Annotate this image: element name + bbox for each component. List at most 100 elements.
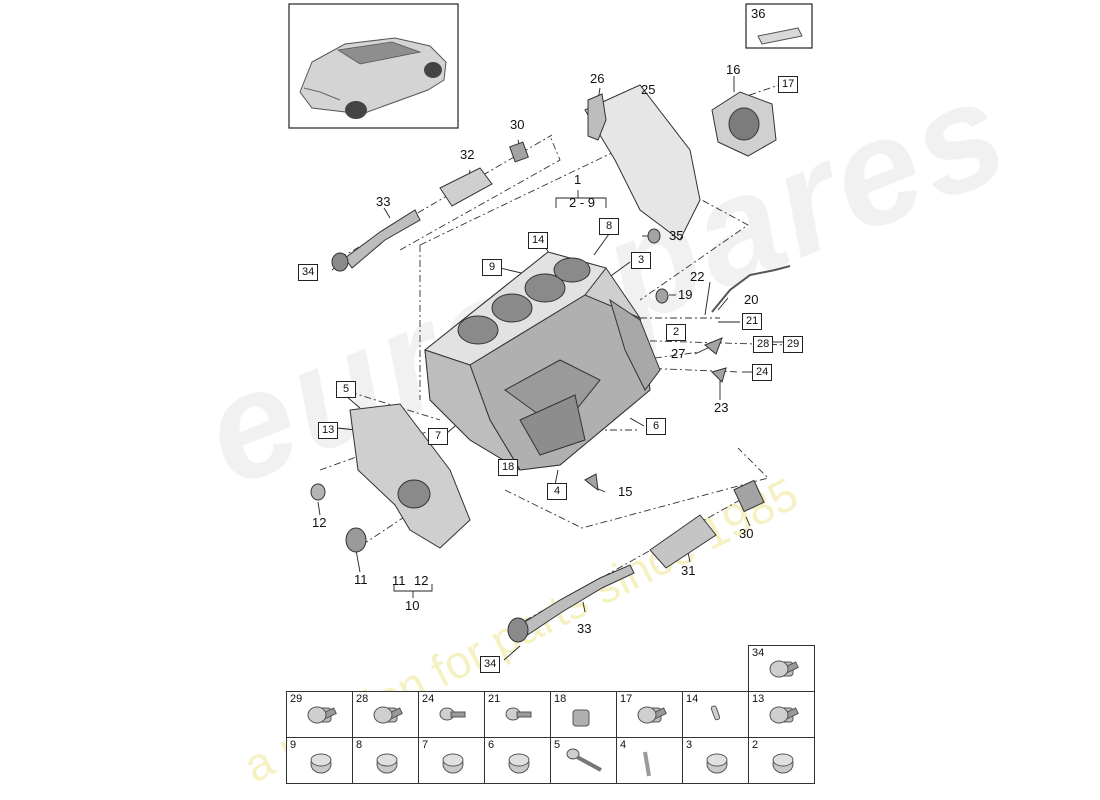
hardware-cell-7: 7 — [418, 737, 485, 784]
callout-2-9: 2 - 9 — [569, 195, 596, 210]
box-callout-17: 17 — [778, 76, 799, 93]
plug-35-part — [647, 228, 661, 244]
hardware-cell-17: 17 — [616, 691, 683, 738]
hardware-cell-9: 9 — [286, 737, 353, 784]
callout-11-group: 11 — [392, 573, 406, 588]
callout-27: 27 — [671, 346, 686, 361]
long-bolt-icon — [566, 748, 602, 772]
seal-flange-part — [711, 91, 777, 157]
hardware-number: 4 — [620, 739, 627, 751]
box-callout-21: 21 — [742, 313, 763, 330]
plug-19-part — [655, 288, 669, 304]
sleeve-icon — [572, 709, 590, 727]
callout-30-lower: 30 — [739, 526, 754, 541]
hardware-number: 18 — [554, 693, 567, 705]
oil-seal-part — [310, 483, 326, 501]
bolt-icon — [637, 706, 667, 724]
box-callout-28: 28 — [753, 336, 774, 353]
sensor-lead-part — [711, 265, 791, 313]
callout-23: 23 — [714, 400, 729, 415]
callout-10: 10 — [405, 598, 420, 613]
sensor-23-part — [711, 367, 727, 383]
hardware-cell-13: 13 — [748, 691, 815, 738]
hardware-cell-8: 8 — [352, 737, 419, 784]
box-callout-13: 13 — [318, 422, 339, 439]
gasket-part — [584, 84, 701, 241]
box-callout-4: 4 — [547, 483, 567, 500]
hardware-number: 29 — [290, 693, 303, 705]
box-callout-14: 14 — [528, 232, 549, 249]
hardware-cell-21: 21 — [484, 691, 551, 738]
screw-icon — [439, 707, 466, 721]
plug-icon — [706, 753, 728, 774]
hardware-cell-28: 28 — [352, 691, 419, 738]
pin-icon — [710, 705, 721, 721]
plug-icon — [508, 753, 530, 774]
hardware-number: 5 — [554, 739, 561, 751]
upper-balance-shaft-part — [331, 141, 529, 272]
hardware-number: 14 — [686, 693, 699, 705]
plug-icon — [772, 753, 794, 774]
callout-33-upper: 33 — [376, 194, 391, 209]
bolt-icon — [307, 706, 337, 724]
callout-12: 12 — [312, 515, 327, 530]
box-callout-34-upper: 34 — [298, 264, 319, 281]
hardware-number: 2 — [752, 739, 759, 751]
hardware-number: 13 — [752, 693, 765, 705]
box-callout-7: 7 — [428, 428, 448, 445]
hardware-number: 17 — [620, 693, 633, 705]
callout-36: 36 — [751, 6, 766, 21]
box-callout-2: 2 — [666, 324, 686, 341]
callout-1: 1 — [574, 172, 582, 187]
plug-icon — [442, 753, 464, 774]
hardware-number: 9 — [290, 739, 297, 751]
hardware-cell-29: 29 — [286, 691, 353, 738]
hardware-cell-3: 3 — [682, 737, 749, 784]
callout-26: 26 — [590, 71, 605, 86]
hardware-cell-18: 18 — [550, 691, 617, 738]
plug-icon — [376, 753, 398, 774]
box-callout-3: 3 — [631, 252, 651, 269]
hardware-number: 24 — [422, 693, 435, 705]
callout-16: 16 — [726, 62, 741, 77]
sealant-tube-icon — [757, 27, 803, 45]
hardware-number: 34 — [752, 647, 765, 659]
callout-31: 31 — [681, 563, 696, 578]
plug-icon — [310, 753, 332, 774]
callout-19: 19 — [678, 287, 693, 302]
bolt-icon — [769, 706, 799, 724]
box-callout-29: 29 — [783, 336, 804, 353]
bolt-icon — [373, 706, 403, 724]
nozzle-15-part — [584, 473, 599, 492]
callout-32: 32 — [460, 147, 475, 162]
callout-12-group: 12 — [414, 573, 429, 588]
cover-part — [587, 93, 607, 141]
hardware-cell-4: 4 — [616, 737, 683, 784]
bolt-icon — [769, 660, 799, 678]
callout-11: 11 — [354, 572, 368, 587]
box-callout-24: 24 — [752, 364, 773, 381]
box-callout-5: 5 — [336, 381, 356, 398]
callout-30-upper: 30 — [510, 117, 525, 132]
box-callout-18: 18 — [498, 459, 519, 476]
hardware-number: 3 — [686, 739, 693, 751]
callout-33-lower: 33 — [577, 621, 592, 636]
box-callout-9: 9 — [482, 259, 502, 276]
seal-ring-part — [345, 527, 367, 553]
car-thumbnail-icon — [299, 37, 447, 119]
box-callout-34-lower: 34 — [480, 656, 501, 673]
callout-20: 20 — [744, 292, 759, 307]
callout-15: 15 — [618, 484, 633, 499]
sensor-27-part — [704, 337, 723, 355]
callout-25: 25 — [641, 82, 656, 97]
hardware-number: 8 — [356, 739, 363, 751]
hardware-cell-24: 24 — [418, 691, 485, 738]
engine-block — [423, 251, 661, 471]
lower-balance-shaft-part — [507, 479, 765, 643]
hardware-number: 6 — [488, 739, 495, 751]
hardware-cell-6: 6 — [484, 737, 551, 784]
hardware-number: 7 — [422, 739, 429, 751]
hardware-cell-2: 2 — [748, 737, 815, 784]
